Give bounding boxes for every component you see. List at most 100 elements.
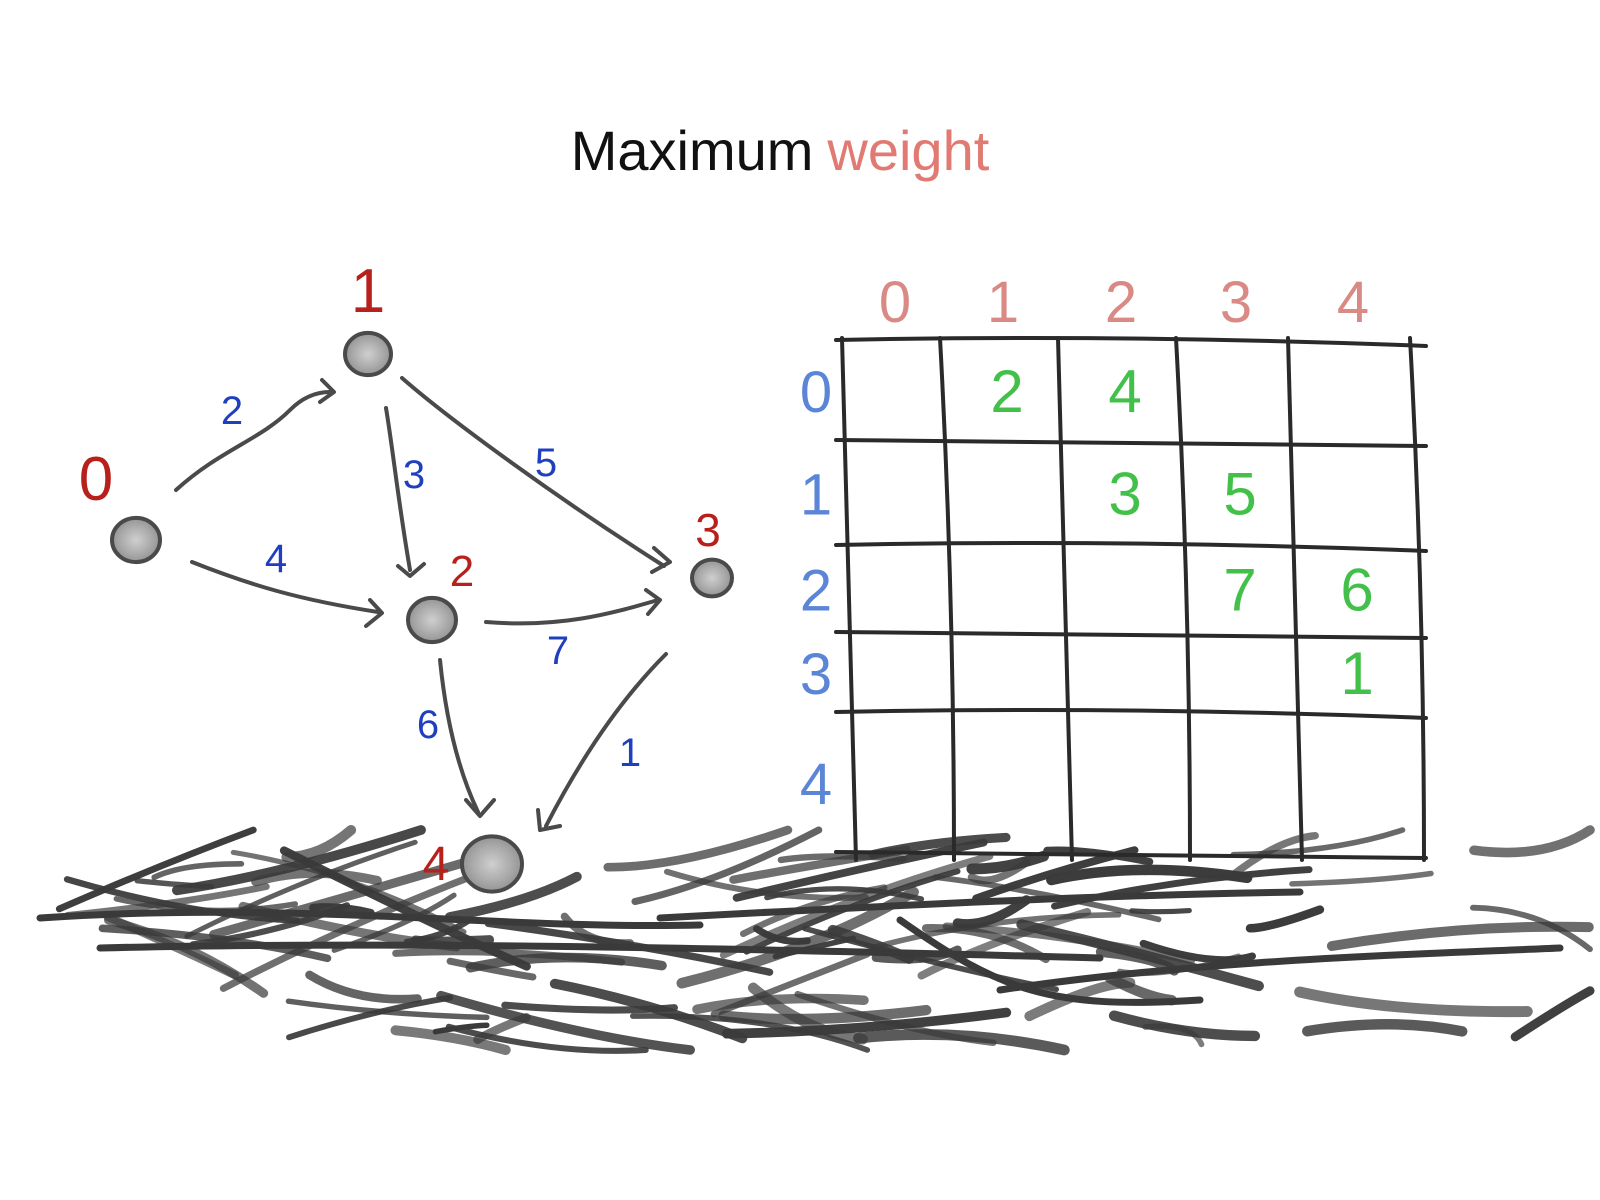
- scribble-stroke: [1129, 908, 1192, 915]
- scribble-stroke: [1108, 1010, 1261, 1042]
- matrix-row-header: 1: [800, 463, 832, 528]
- scribble-stroke: [1289, 870, 1434, 887]
- scribble-stroke: [952, 895, 1032, 929]
- edge-weight-label: 4: [265, 537, 287, 581]
- scribble-stroke: [251, 868, 382, 887]
- matrix-cell-value: 7: [1223, 557, 1256, 624]
- matrix-cells: 2 4 3 5 7 6 1: [990, 358, 1373, 707]
- scribble-stroke: [436, 990, 695, 1055]
- scribble-stroke: [36, 908, 704, 930]
- scribble-stroke: [184, 839, 418, 939]
- arrowhead: [536, 808, 562, 832]
- node-label: 0: [79, 445, 113, 514]
- matrix-col-header: 1: [987, 270, 1019, 335]
- graph-nodes: 0 1 2 3 4: [79, 257, 734, 894]
- matrix-row-line: [834, 438, 1428, 448]
- scribble-stroke: [1245, 905, 1325, 933]
- edge-weight-label: 2: [221, 389, 243, 433]
- arrowhead: [364, 598, 384, 628]
- node-1: 1: [343, 257, 393, 378]
- scribble-stroke: [285, 998, 490, 1021]
- edge-line: [400, 376, 666, 568]
- scribble-stroke: [1142, 1023, 1205, 1048]
- scribble-stroke: [473, 1013, 531, 1045]
- scribble-stroke: [392, 948, 626, 966]
- matrix-row-line: [834, 336, 1428, 348]
- scribble-stroke: [432, 1022, 490, 1035]
- matrix-col-line: [1286, 336, 1304, 862]
- scribble-stroke: [549, 978, 748, 1044]
- edge-line: [484, 598, 660, 626]
- title-word-weight: weight: [827, 119, 990, 182]
- edge-2-4: [438, 658, 496, 818]
- scribble-stroke: [631, 826, 823, 906]
- matrix-row-header: 0: [800, 360, 832, 425]
- scribble-stroke: [869, 911, 1122, 951]
- scribble-stroke: [55, 826, 257, 913]
- matrix-cell-value: 6: [1340, 557, 1373, 624]
- matrix-row-line: [834, 630, 1428, 640]
- edge-0-2: [190, 560, 384, 628]
- arrowhead: [464, 798, 496, 818]
- title-word-maximum: Maximum: [570, 119, 814, 182]
- arrowhead: [644, 588, 662, 616]
- scribble-stroke: [445, 1023, 649, 1054]
- matrix-col-header: 4: [1337, 270, 1369, 335]
- matrix-col-header: 3: [1220, 270, 1252, 335]
- scribble-stroke: [446, 957, 537, 981]
- matrix-row-header: 4: [800, 752, 832, 817]
- scribble-stroke: [1139, 939, 1256, 964]
- scribble-stroke: [710, 950, 871, 1018]
- scribble-stroke: [630, 1013, 871, 1053]
- edge-weight-label: 7: [547, 629, 569, 673]
- node-circle: [110, 515, 162, 565]
- node-circle: [406, 595, 458, 645]
- matrix-row-line: [834, 850, 1428, 860]
- node-4: 4: [423, 834, 524, 894]
- matrix-cell-value: 2: [990, 358, 1023, 425]
- scribble-stroke: [896, 916, 1204, 1006]
- edge-line: [190, 560, 380, 614]
- node-circle: [690, 557, 734, 599]
- scribble-stroke: [1510, 986, 1595, 1042]
- arrowhead: [650, 546, 672, 574]
- scribble-stroke: [1230, 827, 1406, 858]
- scribble-stroke: [1470, 904, 1593, 953]
- scribble-stroke: [747, 982, 868, 1045]
- node-circle: [460, 834, 524, 894]
- scribble-stroke: [794, 990, 997, 1046]
- node-label: 3: [695, 504, 721, 556]
- scribble-stroke: [390, 1025, 511, 1055]
- scribble-stroke: [739, 884, 888, 938]
- node-2: 2: [406, 547, 474, 645]
- matrix-cell-value: 4: [1108, 358, 1141, 425]
- edge-weight-label: 1: [619, 731, 641, 775]
- scribble-stroke: [305, 970, 422, 1004]
- scribble-stroke: [932, 874, 1162, 923]
- arrowhead: [318, 378, 336, 404]
- matrix-cell-value: 1: [1340, 640, 1373, 707]
- scribble-stroke: [721, 1007, 1012, 1039]
- matrix-cell-value: 3: [1108, 461, 1141, 528]
- edge-line: [438, 658, 480, 814]
- scribble-stroke: [603, 825, 793, 872]
- scribble-ground: [36, 824, 1595, 1056]
- scribble-stroke: [172, 825, 426, 896]
- matrix-col-line: [1056, 336, 1074, 862]
- scribble-stroke: [444, 871, 582, 922]
- scribble-stroke: [664, 868, 869, 901]
- scribble-stroke: [996, 944, 1564, 994]
- node-label: 4: [423, 838, 450, 891]
- matrix-row-header: 2: [800, 559, 832, 624]
- node-0: 0: [79, 445, 162, 565]
- arrowhead: [396, 562, 426, 578]
- scribble-stroke: [967, 858, 1031, 885]
- scribble-stroke: [1104, 972, 1177, 1006]
- matrix-cell-value: 5: [1223, 461, 1256, 528]
- scribble-stroke: [777, 853, 907, 864]
- node-label: 1: [351, 257, 385, 326]
- scribble-stroke: [921, 924, 1050, 964]
